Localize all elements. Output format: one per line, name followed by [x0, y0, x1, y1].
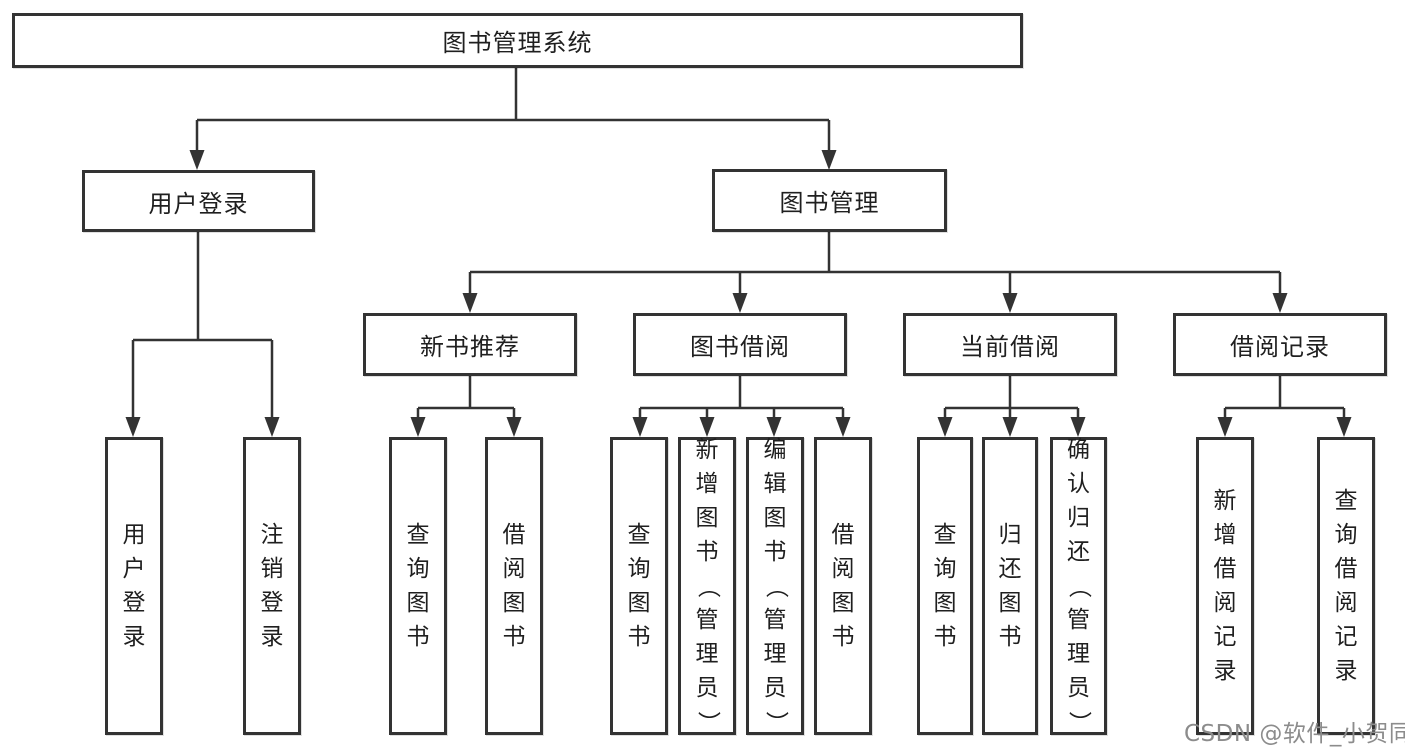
vertical-glyph: 书 — [627, 623, 651, 650]
vertical-glyph: 图 — [502, 589, 526, 616]
vertical-glyph: 记 — [1334, 623, 1358, 650]
vertical-glyph: 询 — [1334, 521, 1358, 548]
vertical-glyph: ） — [1066, 710, 1092, 734]
leaf-return-books: 归还图书 — [982, 437, 1038, 735]
leaf-confirm-return-admin: 确认归还 （ 管理员 ） — [1050, 437, 1107, 735]
vertical-glyph: 书 — [831, 623, 855, 650]
vertical-glyph: 图 — [406, 589, 430, 616]
node-borrow-records: 借阅记录 — [1173, 313, 1387, 376]
vertical-glyph: 登 — [260, 589, 284, 616]
vertical-glyph: 还 — [1067, 538, 1090, 565]
node-book-management: 图书管理 — [712, 169, 947, 232]
vertical-glyph: 管 — [1067, 606, 1090, 633]
vertical-glyph: 图 — [933, 589, 957, 616]
vertical-glyph: 查 — [933, 521, 957, 548]
leaf-query-books-borrow: 查询图书 — [610, 437, 668, 735]
vertical-glyph: 员 — [695, 674, 719, 701]
vertical-glyph: （ — [1066, 574, 1092, 598]
vertical-glyph: 图 — [627, 589, 651, 616]
leaf-logout: 注销登录 — [243, 437, 301, 735]
vertical-glyph: 管 — [695, 606, 719, 633]
vertical-glyph: 询 — [627, 555, 651, 582]
vertical-glyph: 书 — [502, 623, 526, 650]
vertical-glyph: 增 — [695, 470, 719, 497]
leaf-query-borrow-record: 查询借阅记录 — [1317, 437, 1375, 735]
vertical-glyph: 书 — [695, 538, 719, 565]
vertical-glyph: ） — [762, 710, 789, 734]
vertical-glyph: 书 — [763, 538, 787, 565]
vertical-glyph: 图 — [998, 589, 1022, 616]
vertical-glyph: ） — [694, 710, 721, 734]
vertical-glyph: 查 — [406, 521, 430, 548]
vertical-glyph: 书 — [406, 623, 430, 650]
vertical-glyph: 借 — [1213, 555, 1237, 582]
vertical-glyph: 查 — [1334, 487, 1358, 514]
vertical-glyph: 编 — [763, 436, 787, 463]
vertical-glyph: 增 — [1213, 521, 1237, 548]
vertical-glyph: 员 — [1067, 674, 1090, 701]
vertical-glyph: 销 — [260, 555, 284, 582]
leaf-borrow-books-recommend: 借阅图书 — [485, 437, 543, 735]
vertical-glyph: 阅 — [1334, 589, 1358, 616]
vertical-glyph: 管 — [763, 606, 787, 633]
vertical-glyph: （ — [762, 574, 789, 598]
vertical-glyph: 还 — [998, 555, 1022, 582]
node-user-login: 用户登录 — [82, 170, 315, 232]
vertical-glyph: 借 — [1334, 555, 1358, 582]
vertical-glyph: 书 — [998, 623, 1022, 650]
vertical-glyph: 理 — [1067, 640, 1090, 667]
vertical-glyph: 录 — [260, 623, 284, 650]
vertical-glyph: （ — [694, 574, 721, 598]
vertical-glyph: 阅 — [1213, 589, 1237, 616]
vertical-glyph: 确 — [1067, 436, 1090, 463]
leaf-borrow-books: 借阅图书 — [814, 437, 872, 735]
vertical-glyph: 录 — [122, 623, 146, 650]
vertical-glyph: 归 — [998, 521, 1022, 548]
node-library-system: 图书管理系统 — [12, 13, 1023, 68]
leaf-add-borrow-record: 新增借阅记录 — [1196, 437, 1254, 735]
vertical-glyph: 用 — [122, 521, 146, 548]
leaf-query-books-current: 查询图书 — [917, 437, 973, 735]
leaf-user-login: 用户登录 — [105, 437, 163, 735]
vertical-glyph: 录 — [1334, 657, 1358, 684]
vertical-glyph: 借 — [502, 521, 526, 548]
vertical-glyph: 员 — [763, 674, 787, 701]
vertical-glyph: 登 — [122, 589, 146, 616]
vertical-glyph: 图 — [831, 589, 855, 616]
vertical-glyph: 询 — [933, 555, 957, 582]
vertical-glyph: 理 — [763, 640, 787, 667]
vertical-glyph: 认 — [1067, 470, 1090, 497]
vertical-glyph: 借 — [831, 521, 855, 548]
leaf-query-books-recommend: 查询图书 — [389, 437, 447, 735]
vertical-glyph: 辑 — [763, 470, 787, 497]
vertical-glyph: 录 — [1213, 657, 1237, 684]
vertical-glyph: 阅 — [831, 555, 855, 582]
vertical-glyph: 图 — [763, 504, 787, 531]
node-current-borrow: 当前借阅 — [903, 313, 1117, 376]
vertical-glyph: 新 — [1213, 487, 1237, 514]
vertical-glyph: 书 — [933, 623, 957, 650]
vertical-glyph: 归 — [1067, 504, 1090, 531]
vertical-glyph: 注 — [260, 521, 284, 548]
vertical-glyph: 询 — [406, 555, 430, 582]
node-new-book-recommend: 新书推荐 — [363, 313, 577, 376]
vertical-glyph: 新 — [695, 436, 719, 463]
node-book-borrow: 图书借阅 — [633, 313, 847, 376]
csdn-watermark: CSDN @软件_小贺同学 — [1184, 721, 1405, 747]
vertical-glyph: 记 — [1213, 623, 1237, 650]
vertical-glyph: 阅 — [502, 555, 526, 582]
vertical-glyph: 户 — [122, 555, 146, 582]
vertical-glyph: 查 — [627, 521, 651, 548]
leaf-add-books-admin: 新增图书 （ 管理员 ） — [678, 437, 736, 735]
vertical-glyph: 理 — [695, 640, 719, 667]
vertical-glyph: 图 — [695, 504, 719, 531]
leaf-edit-books-admin: 编辑图书 （ 管理员 ） — [746, 437, 804, 735]
